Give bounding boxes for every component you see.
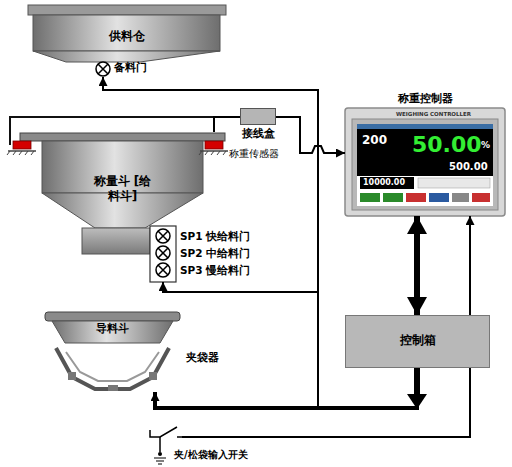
wire-connector (214, 117, 240, 132)
screen-weight: 50.00 (412, 132, 482, 158)
node-text: 控制箱 (400, 333, 436, 348)
part-label: 称重传感器 (229, 148, 279, 160)
valve: 备料门 (94, 61, 164, 77)
bag-clamp (56, 348, 169, 391)
weighing-controller-device (345, 108, 505, 216)
node-text: SP1 快给料门 (180, 228, 250, 245)
node-text: 导料斗 (96, 322, 129, 336)
valve-symbol (96, 62, 110, 76)
switch: 夹/松袋输入开关 (150, 428, 182, 446)
control-box: 控制箱 (345, 315, 490, 368)
junction-box: 接线盒 (240, 108, 276, 125)
wire-connector (276, 117, 345, 153)
node-text: SP2 中给料门 (180, 245, 250, 262)
node-text: 称量斗 [给料斗] (91, 174, 155, 204)
screen-unit: % (481, 140, 490, 151)
wire-connector (414, 216, 420, 315)
feed-gate-stack: SP1 快给料门SP2 中给料门SP3 慢给料门 (148, 226, 260, 282)
device-brand: WEIGHING CONTROLLER (396, 111, 471, 118)
screen-value: 200 (362, 133, 387, 147)
wire-connector (155, 368, 417, 408)
bag-clamp: 夹袋器 (48, 346, 178, 392)
screen-value: 10000.00 (363, 178, 405, 188)
screen-value: 500.00 (449, 161, 488, 173)
supply-bin: 供料仓 (28, 6, 226, 64)
sensor-wire (10, 117, 214, 145)
node-text: 夹袋器 (186, 351, 219, 365)
node-text: 备料门 (114, 61, 147, 75)
guide-hopper: 导料斗 (45, 312, 180, 346)
node-text: 夹/松袋输入开关 (174, 449, 248, 462)
node-text: 供料仓 (109, 29, 145, 44)
node-text: 称重控制器 (345, 92, 505, 106)
node-text: 接线盒 (242, 127, 275, 141)
guide-hopper (45, 312, 180, 343)
feed-gate-stack (150, 226, 176, 282)
load-cell (7, 141, 228, 155)
node-text: SP3 慢给料门 (180, 262, 250, 279)
supply-bin (28, 5, 226, 62)
